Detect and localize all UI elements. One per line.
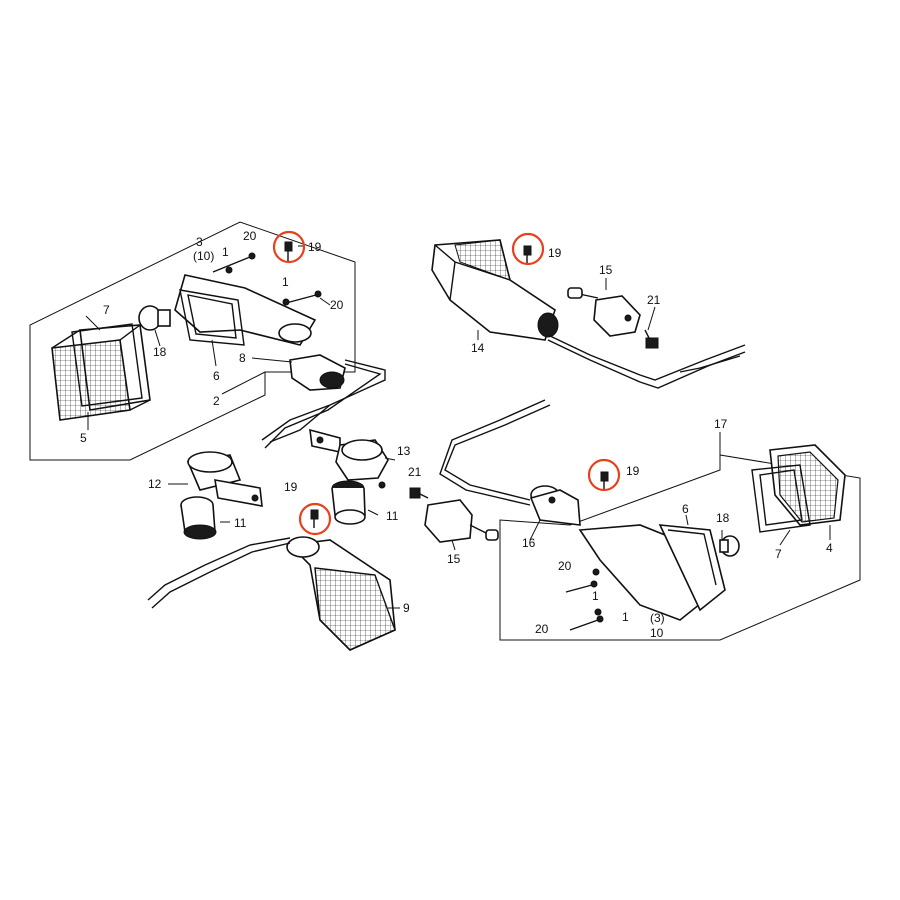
housing-3-right: [578, 524, 726, 621]
callout-10-upper: (10): [193, 249, 214, 263]
screw-19-middle: [310, 509, 319, 528]
callout-1-d: 1: [622, 610, 629, 624]
callout-15-top: 15: [599, 263, 613, 277]
callout-17: 17: [714, 417, 728, 431]
wire-left-top: [261, 359, 386, 441]
callout-5: 5: [80, 431, 87, 445]
left-group-outline: [29, 221, 356, 461]
left-leaders: [85, 245, 331, 430]
signal-housing-14: [431, 239, 559, 341]
callout-20-a: 20: [243, 229, 257, 243]
callout-7-left: 7: [103, 303, 110, 317]
callout-1-c: 1: [592, 589, 599, 603]
wire-16: [444, 404, 551, 501]
highlight-circle-19-lower-right: [587, 458, 621, 492]
signal-housing-9: [286, 536, 396, 651]
callout-labels: 3 (10) 1 20 19 1 20 7 18 6 8 5 2 19 15 2…: [80, 229, 833, 640]
callout-18-right: 18: [716, 511, 730, 525]
bolt-21-mid: [409, 487, 429, 499]
callout-6-right: 6: [682, 502, 689, 516]
bulb-18-left: [138, 305, 171, 331]
callout-20-d: 20: [535, 622, 549, 636]
callout-7-right: 7: [775, 547, 782, 561]
lens-5: [51, 324, 151, 421]
callout-11-right: 11: [386, 509, 399, 523]
rear-right-signal-group: [409, 399, 861, 641]
callout-20-b: 20: [330, 298, 344, 312]
bracket-12: [186, 451, 263, 507]
callout-19-c: 19: [284, 480, 298, 494]
callout-3-lower: (3): [650, 611, 665, 625]
wire-14: [547, 334, 746, 381]
callout-13: 13: [397, 444, 411, 458]
callout-11-left: 11: [234, 516, 247, 530]
left-assembly-group: [29, 221, 386, 461]
bracket-8: [289, 354, 346, 391]
highlight-circle-19-left: [272, 230, 306, 264]
callout-15-mid: 15: [447, 552, 461, 566]
screws-right: [565, 568, 604, 631]
callout-6-left: 6: [213, 369, 220, 383]
bracket-13: [309, 428, 389, 489]
gasket-7-right: [751, 464, 811, 533]
callout-19-d: 19: [626, 464, 640, 478]
callout-12: 12: [148, 477, 162, 491]
callout-20-c: 20: [558, 559, 572, 573]
bracket-16: [529, 485, 581, 526]
callout-9: 9: [403, 601, 410, 615]
housing-3: [174, 274, 317, 346]
bolt-21-top: [644, 329, 659, 349]
callout-3-upper: 3: [196, 235, 203, 249]
rubber-11-right: [331, 480, 366, 525]
callout-10-lower: 10: [650, 626, 664, 640]
screw-19-lower-right: [600, 471, 609, 490]
callout-16: 16: [522, 536, 536, 550]
callout-4: 4: [826, 541, 833, 555]
callout-1-b: 1: [282, 275, 289, 289]
callout-21-top: 21: [647, 293, 661, 307]
rubber-11-left: [180, 496, 217, 540]
front-right-signal-group: [147, 428, 400, 651]
socket-15-top: [567, 287, 641, 337]
screw-19-left-top: [284, 241, 293, 262]
rear-signal-14-group: [431, 239, 746, 389]
gasket-7-left: [71, 323, 143, 407]
highlight-circle-19-middle: [298, 502, 332, 536]
callout-19-a: 19: [308, 240, 322, 254]
screw-19-top-right: [523, 245, 532, 264]
screws-left: [212, 252, 322, 306]
callout-1-a: 1: [222, 245, 229, 259]
socket-15-mid: [424, 499, 499, 543]
wire-9: [147, 537, 291, 601]
callout-14: 14: [471, 341, 485, 355]
highlight-circle-19-top-right: [511, 232, 545, 266]
callout-8: 8: [239, 351, 246, 365]
callout-21-mid: 21: [408, 465, 422, 479]
callout-2: 2: [213, 394, 220, 408]
bulb-18-right: [719, 535, 740, 557]
callout-19-b: 19: [548, 246, 562, 260]
highlight-circles: [272, 230, 621, 536]
right-group-outline: [499, 454, 861, 641]
callout-18-left: 18: [153, 345, 167, 359]
